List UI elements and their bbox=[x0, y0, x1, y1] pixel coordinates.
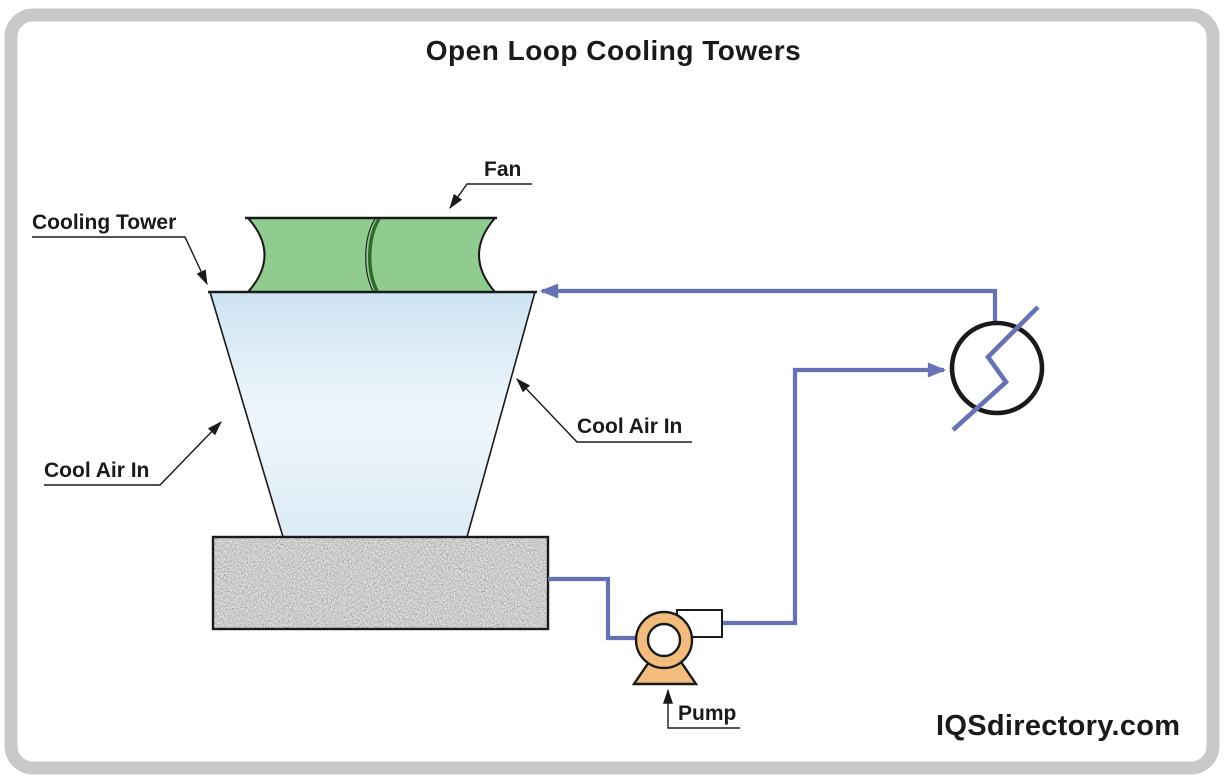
cooling-tower-body bbox=[208, 291, 537, 538]
cooling-tower-leader-line bbox=[32, 236, 208, 286]
basin-texture bbox=[213, 537, 548, 629]
fan-leader-line bbox=[449, 183, 532, 210]
pump-inlet-eye bbox=[646, 622, 682, 658]
pump-label: Pump bbox=[678, 702, 737, 725]
basin bbox=[211, 535, 550, 631]
cool-air-in-right-label: Cool Air In bbox=[577, 415, 683, 438]
pipe-pump-to-heat-exchanger bbox=[722, 362, 947, 626]
cool-air-in-left-label: Cool Air In bbox=[44, 459, 150, 482]
pump-leader-line bbox=[663, 688, 740, 729]
diagram-title: Open Loop Cooling Towers bbox=[425, 35, 802, 66]
pipe-basin-to-pump bbox=[548, 576, 637, 641]
watermark-text: IQSdirectory.com bbox=[936, 710, 1181, 742]
fan-blade-divider bbox=[368, 218, 381, 292]
fan-blade-divider-edge bbox=[365, 218, 376, 292]
heat-exchanger bbox=[949, 320, 1045, 416]
cooling-tower-label: Cooling Tower bbox=[32, 211, 177, 234]
pipe-hot-water-to-tower bbox=[539, 283, 998, 324]
cool-air-in-right-leader-line bbox=[516, 378, 692, 443]
fan-label: Fan bbox=[484, 158, 522, 181]
heat-exchanger-coil bbox=[951, 305, 1040, 432]
cool-air-in-left-leader-line bbox=[44, 421, 222, 486]
page-border-frame bbox=[4, 8, 1220, 775]
